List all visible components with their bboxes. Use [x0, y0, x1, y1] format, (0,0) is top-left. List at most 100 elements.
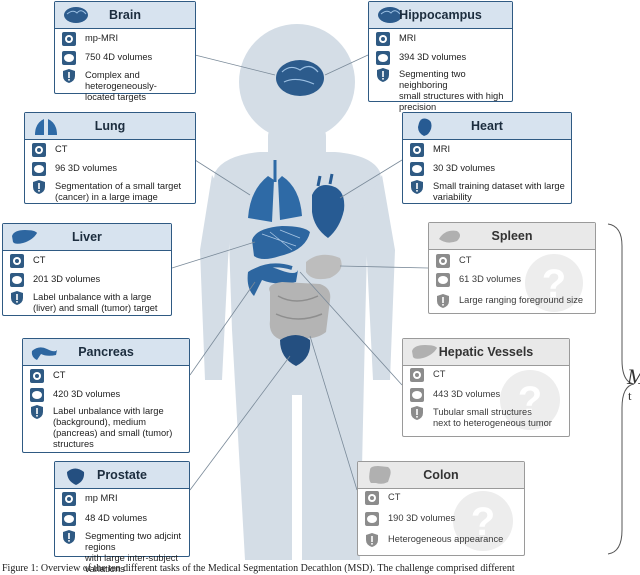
heart-icon: [418, 118, 432, 136]
scanner-icon: [32, 143, 46, 157]
modality-text: MRI: [433, 144, 451, 154]
task-card-hepatic-vessels: Hepatic Vessels ? CT 443 3D volumes Tubu…: [402, 338, 570, 437]
volumes-row: 48 4D volumes: [61, 511, 185, 527]
volumes-text: 96 3D volumes: [55, 163, 118, 173]
challenge-line: (liver) and small (tumor) target: [33, 303, 158, 313]
challenge-line: Segmentation of a small target: [55, 181, 182, 191]
modality-row: mp-MRI: [61, 31, 191, 47]
brace: [607, 223, 635, 555]
liver-icon: [412, 345, 437, 359]
task-card-prostate: Prostate mp MRI 48 4D volumes Segmenting…: [54, 461, 190, 574]
liver-icon: [12, 230, 37, 244]
challenge-line: variations: [85, 564, 125, 574]
organ-icon: [436, 273, 450, 287]
modality-row: CT: [29, 368, 185, 384]
organ-icon: [10, 273, 24, 287]
volumes-text: 201 3D volumes: [33, 274, 101, 284]
lung-icon: [35, 119, 57, 135]
challenge-line: with large inter-subject: [85, 553, 179, 563]
card-title: Brain: [109, 8, 141, 22]
task-card-spleen: Spleen ? CT 61 3D volumes Large ranging …: [428, 222, 596, 314]
shield-alert-icon: [411, 406, 423, 420]
task-card-hippocampus: Hippocampus MRI 394 3D volumes Segmentin…: [368, 1, 513, 112]
challenge-row: Label unbalance with large(background), …: [29, 404, 185, 450]
modality-text: CT: [53, 370, 66, 380]
volumes-text: 443 3D volumes: [433, 389, 501, 399]
modality-text: CT: [433, 369, 446, 379]
scanner-icon: [365, 491, 379, 505]
card-title: Colon: [423, 468, 459, 482]
scanner-icon: [10, 254, 24, 268]
challenge-text: Label unbalance with large(background), …: [53, 404, 172, 450]
volumes-text: 750 4D volumes: [85, 52, 153, 62]
colon-icon: [369, 466, 391, 484]
challenge-line: Tubular small structures: [433, 407, 532, 417]
challenge-line: Segmenting two adjcint regions: [85, 531, 182, 552]
organ-icon: [365, 512, 379, 526]
challenge-line: next to heterogeneous tumor: [433, 418, 552, 428]
challenge-line: located targets: [85, 92, 146, 102]
figure-caption: Figure 1: Overview of the ten different …: [2, 563, 515, 574]
volumes-row: 394 3D volumes: [375, 50, 508, 66]
modality-row: CT: [409, 367, 565, 383]
volumes-row: 190 3D volumes: [364, 511, 520, 527]
challenge-line: Complex and heterogeneously-: [85, 70, 157, 91]
volumes-row: 61 3D volumes: [435, 272, 591, 288]
modality-row: CT: [31, 142, 191, 158]
challenge-line: Small training dataset with large: [433, 181, 565, 191]
shield-alert-icon: [33, 180, 45, 194]
side-label-small: t: [628, 388, 632, 403]
task-card-heart: Heart MRI 30 3D volumes Small training d…: [402, 112, 572, 204]
shield-alert-icon: [31, 405, 43, 419]
shield-alert-icon: [377, 68, 389, 82]
shield-alert-icon: [63, 530, 75, 544]
organ-icon: [32, 162, 46, 176]
task-card-brain: Brain mp-MRI 750 4D volumes Complex and …: [54, 1, 196, 102]
task-card-lung: Lung CT 96 3D volumes Segmentation of a …: [24, 112, 196, 204]
organ-liver: [252, 226, 310, 259]
card-title: Prostate: [96, 468, 148, 482]
organ-icon: [376, 51, 390, 65]
challenge-text: Segmentation of a small target(cancer) i…: [55, 179, 181, 203]
challenge-line: small structures with high: [399, 91, 504, 101]
volumes-text: 61 3D volumes: [459, 274, 522, 284]
organ-icon: [62, 512, 76, 526]
modality-text: CT: [33, 255, 46, 265]
scanner-icon: [436, 254, 450, 268]
challenge-line: Segmenting two neighboring: [399, 69, 466, 90]
svg-text:?: ?: [542, 262, 566, 306]
volumes-text: 190 3D volumes: [388, 513, 456, 523]
challenge-row: Large ranging foreground size: [435, 293, 591, 309]
challenge-row: Complex and heterogeneously-located targ…: [61, 68, 191, 103]
scanner-icon: [410, 368, 424, 382]
modality-row: CT: [364, 490, 520, 506]
challenge-line: structures: [53, 439, 94, 449]
card-title: Hepatic Vessels: [438, 345, 534, 359]
challenge-row: Label unbalance with a large(liver) and …: [9, 290, 167, 314]
organ-icon: [410, 388, 424, 402]
volumes-text: 394 3D volumes: [399, 52, 467, 62]
organ-pancreas: [247, 266, 298, 296]
pancreas-icon: [31, 347, 57, 360]
modality-text: CT: [55, 144, 68, 154]
volumes-row: 201 3D volumes: [9, 272, 167, 288]
modality-text: mp-MRI: [85, 33, 119, 43]
shield-alert-icon: [366, 533, 378, 547]
challenge-text: Label unbalance with a large(liver) and …: [33, 290, 158, 314]
volumes-row: 443 3D volumes: [409, 387, 565, 403]
spleen-icon: [439, 230, 460, 243]
scanner-icon: [62, 32, 76, 46]
scanner-icon: [376, 32, 390, 46]
volumes-text: 48 4D volumes: [85, 513, 148, 523]
organ-prostate: [280, 335, 311, 366]
question-mark-icon: ?: [525, 254, 583, 312]
shield-alert-icon: [11, 291, 23, 305]
